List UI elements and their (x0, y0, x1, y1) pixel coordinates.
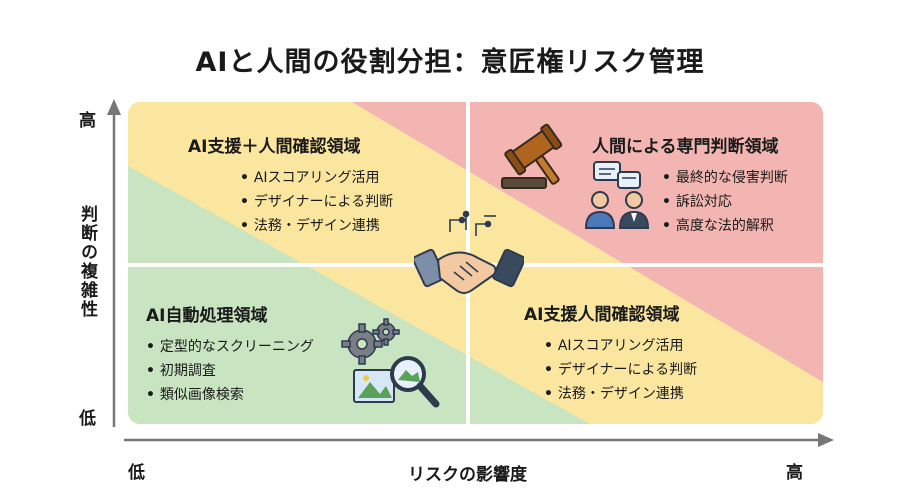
quadrant-ai-assist-human-check-bottom: AI支援人間確認領域 AIスコアリング活用 デザイナーによる判断 法務・デザイン… (524, 300, 697, 406)
list-item: 初期調査 (146, 359, 314, 383)
discussion-people-icon (584, 161, 650, 229)
quadrant-title: AI支援＋人間確認領域 (188, 137, 361, 157)
list-item: 高度な法的解釈 (662, 214, 788, 238)
gavel-icon (501, 123, 563, 189)
list-item: デザイナーによる判断 (240, 190, 393, 214)
list-item: デザイナーによる判断 (544, 358, 697, 382)
list-item: AIスコアリング活用 (240, 166, 393, 190)
x-axis-arrow (818, 433, 834, 447)
gears-magnifier-icon (341, 318, 440, 408)
x-axis-low-label: 低 (128, 463, 145, 483)
x-axis-title: リスクの影響度 (408, 465, 527, 485)
list-item: 訴訟対応 (662, 190, 788, 214)
quadrant-ai-automatic-processing: AI自動処理領域 定型的なスクリーニング 初期調査 類似画像検索 (146, 301, 314, 407)
axes (107, 99, 834, 447)
y-axis-arrow (107, 99, 121, 115)
list-item: 最終的な侵害判断 (662, 166, 788, 190)
quadrant-title: AI支援人間確認領域 (524, 305, 680, 325)
quadrant-human-expert-judgment: 人間による専門判断領域 最終的な侵害判断 訴訟対応 高度な法的解釈 (592, 132, 788, 238)
diagram-title: AIと人間の役割分担：意匠権リスク管理 (195, 47, 705, 78)
handshake-icon (414, 210, 524, 294)
list-item: 類似画像検索 (146, 383, 314, 407)
y-axis-high-label: 高 (79, 111, 96, 131)
quadrant-ai-assist-human-check-top: AI支援＋人間確認領域 AIスコアリング活用 デザイナーによる判断 法務・デザイ… (188, 132, 393, 238)
x-axis-high-label: 高 (786, 463, 803, 483)
y-axis-title: 判断の複雑性 (77, 205, 97, 319)
quadrant-title: 人間による専門判断領域 (592, 137, 779, 157)
list-item: 定型的なスクリーニング (146, 335, 314, 359)
list-item: 法務・デザイン連携 (240, 214, 393, 238)
list-item: AIスコアリング活用 (544, 334, 697, 358)
quadrant-title: AI自動処理領域 (146, 306, 268, 326)
list-item: 法務・デザイン連携 (544, 382, 697, 406)
y-axis-low-label: 低 (79, 409, 96, 429)
